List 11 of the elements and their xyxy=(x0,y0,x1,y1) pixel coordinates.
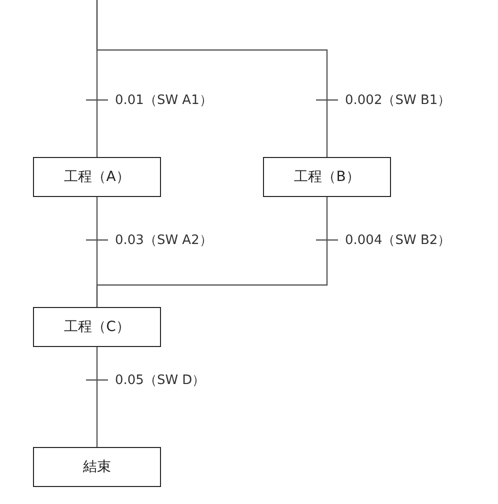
connector-line xyxy=(96,197,328,307)
step-label: 工程（B） xyxy=(294,168,360,186)
step-label: 工程（A） xyxy=(64,168,130,186)
step-box xyxy=(33,307,161,347)
step-label: 工程（C） xyxy=(64,318,130,336)
connector-line xyxy=(96,347,98,447)
step-box xyxy=(33,447,161,487)
step-box xyxy=(33,157,161,197)
step-label: 結束 xyxy=(83,458,111,476)
step-box xyxy=(263,157,391,197)
connector-line xyxy=(96,0,328,157)
